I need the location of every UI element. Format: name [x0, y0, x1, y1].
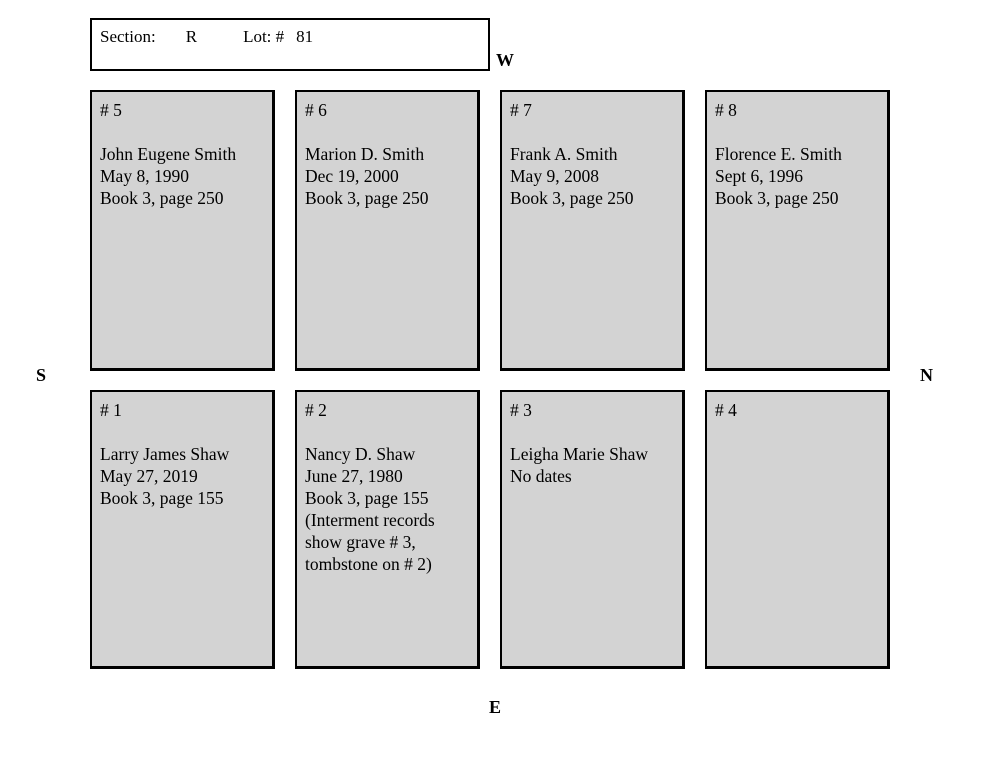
plot-detail-line: John Eugene Smith [100, 144, 237, 164]
plot-number: # 5 [100, 100, 122, 120]
plot-detail-line: Florence E. Smith [715, 144, 842, 164]
lot-value: 81 [296, 27, 314, 46]
plot-number: # 1 [100, 400, 122, 420]
plot-detail-line: May 8, 1990 [100, 166, 189, 186]
plot-detail-line: Sept 6, 1996 [715, 166, 803, 186]
plot-detail-line: Book 3, page 250 [510, 188, 634, 208]
plot-detail-line: (Interment records [305, 510, 435, 530]
plot-detail-line: show grave # 3, [305, 532, 416, 552]
plot-detail-line: Book 3, page 155 [100, 488, 224, 508]
plot-detail-line: Leigha Marie Shaw [510, 444, 649, 464]
plot-detail-line: June 27, 1980 [305, 466, 403, 486]
plot-detail-line: Book 3, page 250 [100, 188, 224, 208]
plot-number: # 6 [305, 100, 327, 120]
plot-grave-4: # 4 [705, 390, 890, 669]
section-lot-header-box: Section: R Lot: # 81 [90, 18, 490, 71]
plot-detail-line: May 9, 2008 [510, 166, 599, 186]
compass-north-label: N [920, 365, 933, 385]
plot-detail-line: tombstone on # 2) [305, 554, 432, 574]
plot-detail-line: Nancy D. Shaw [305, 444, 416, 464]
plot-number: # 8 [715, 100, 737, 120]
plot-detail-line: Dec 19, 2000 [305, 166, 399, 186]
plot-number: # 3 [510, 400, 532, 420]
plot-detail-line: No dates [510, 466, 572, 486]
compass-east-label: E [489, 697, 502, 717]
plot-detail-line: Frank A. Smith [510, 144, 618, 164]
section-value: R [185, 27, 198, 46]
plot-detail-line: Larry James Shaw [100, 444, 230, 464]
plot-detail-line: Marion D. Smith [305, 144, 425, 164]
plot-detail-line: May 27, 2019 [100, 466, 198, 486]
lot-label: Lot: # [243, 27, 285, 46]
plot-detail-line: Book 3, page 155 [305, 488, 429, 508]
plot-detail-line: Book 3, page 250 [715, 188, 839, 208]
plot-number: # 7 [510, 100, 532, 120]
plot-number: # 2 [305, 400, 327, 420]
compass-south-label: S [36, 365, 47, 385]
section-label: Section: [100, 27, 156, 46]
plot-number: # 4 [715, 400, 737, 420]
compass-west-label: W [496, 50, 514, 70]
plot-detail-line: Book 3, page 250 [305, 188, 429, 208]
